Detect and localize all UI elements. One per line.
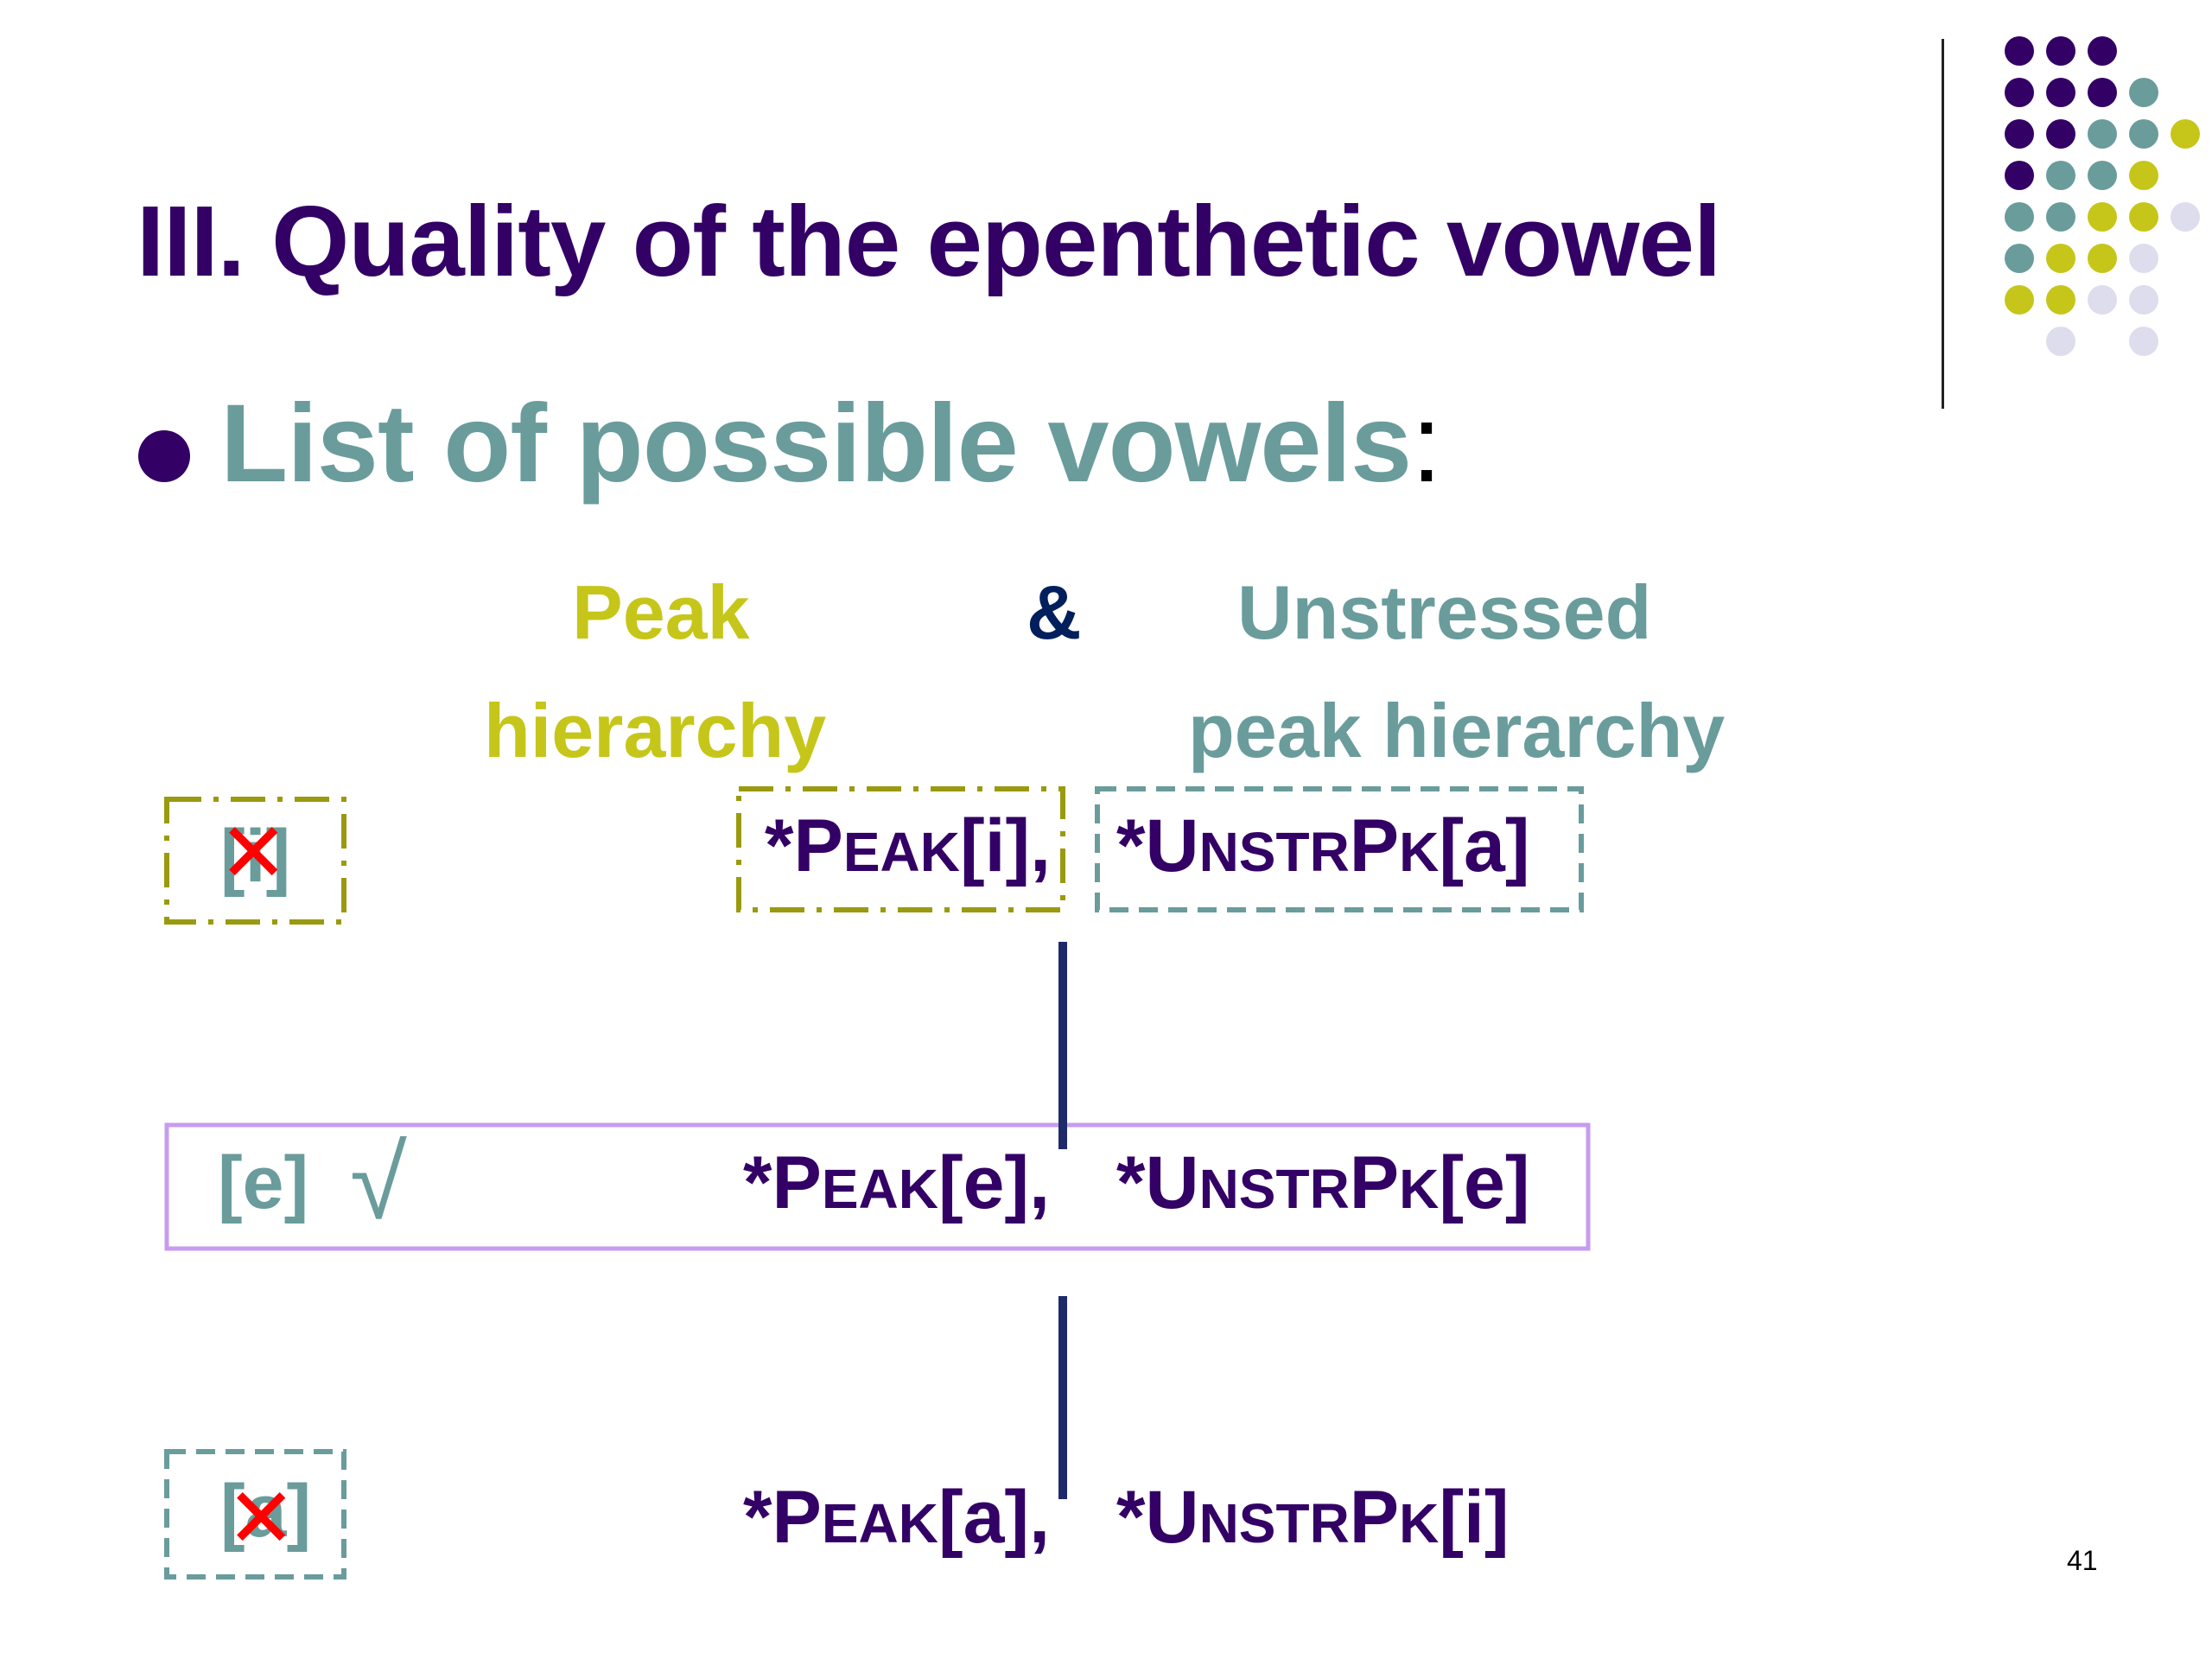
- decorative-dot: [2088, 161, 2117, 190]
- decorative-dot: [2046, 161, 2075, 190]
- header-divider-line: [1942, 39, 1944, 409]
- row3-unstr-prefix: *U: [1116, 1476, 1199, 1559]
- row2-peak-smallcaps: EAK: [821, 1158, 938, 1220]
- row1-peak-box: [736, 786, 1065, 912]
- decorative-dot: [2129, 327, 2158, 356]
- header-peak: Peak: [572, 569, 750, 655]
- row2-vowel: [e]: [218, 1141, 309, 1224]
- decorative-dot: [2005, 244, 2034, 273]
- row1-peak-bracket: [i],: [959, 804, 1052, 887]
- decorative-dot: [2088, 36, 2117, 66]
- row3-unstr-constraint: *UNSTRPK[i]: [1116, 1475, 1510, 1560]
- row2-unstr-bracket: [e]: [1439, 1141, 1530, 1224]
- bullet-colon: :: [1411, 382, 1442, 505]
- row2-peak-bracket: [e],: [938, 1141, 1050, 1224]
- row2-unstr-prefix: *U: [1116, 1141, 1199, 1224]
- decorative-dot: [2005, 202, 2034, 232]
- page-number: 41: [2067, 1545, 2098, 1576]
- row3-unstr-smallcaps2: K: [1399, 1492, 1440, 1554]
- row2-unstr-mid: P: [1349, 1141, 1400, 1224]
- row1-peak-prefix: *P: [765, 804, 843, 887]
- row3-peak-prefix: *P: [743, 1476, 822, 1559]
- row1-peak-constraint: *PEAK[i],: [765, 804, 1051, 889]
- row3-unstr-bracket: [i]: [1439, 1476, 1510, 1559]
- decorative-dot: [2129, 244, 2158, 273]
- row2-unstr-smallcaps1: NSTR: [1198, 1158, 1350, 1220]
- row1-unstr-smallcaps1: NSTR: [1198, 821, 1350, 883]
- row1-unstr-mid: P: [1349, 804, 1400, 887]
- ranking-line-upper: [1058, 942, 1067, 1149]
- row2-highlight-box: [164, 1122, 1591, 1251]
- slide-title: III. Quality of the epenthetic vowel: [137, 185, 1721, 297]
- row1-unstr-constraint: *UNSTRPK[a]: [1116, 804, 1530, 889]
- row3-vowel-box: [164, 1449, 346, 1580]
- ranking-line-lower: [1058, 1296, 1067, 1499]
- row1-peak-smallcaps: EAK: [842, 821, 960, 883]
- row3-unstr-mid: P: [1349, 1476, 1400, 1559]
- decorative-dot: [2046, 36, 2075, 66]
- row2-checkmark-icon: √: [350, 1125, 407, 1241]
- decorative-dot: [2171, 202, 2200, 232]
- row2-unstr-constraint: *UNSTRPK[e]: [1116, 1141, 1530, 1226]
- decorative-dot: [2129, 202, 2158, 232]
- row1-unstr-bracket: [a]: [1439, 804, 1530, 887]
- decorative-dot: [2046, 244, 2075, 273]
- header-unstressed: Unstressed: [1237, 569, 1652, 655]
- row1-vowel: [i]: [220, 815, 291, 898]
- decorative-dot: [2046, 327, 2075, 356]
- decorative-dot: [2171, 119, 2200, 149]
- row3-vowel: [a]: [220, 1470, 312, 1553]
- row3-peak-bracket: [a],: [938, 1476, 1050, 1559]
- row1-unstr-prefix: *U: [1116, 804, 1199, 887]
- decorative-dot: [2088, 244, 2117, 273]
- row3-peak-constraint: *PEAK[a],: [743, 1475, 1050, 1560]
- decorative-dot: [2046, 202, 2075, 232]
- decorative-dot: [2129, 285, 2158, 315]
- header-hierarchy: hierarchy: [484, 688, 827, 773]
- row1-unstr-box: [1095, 786, 1584, 912]
- row1-vowel-box: [164, 797, 346, 925]
- decorative-dot: [2129, 78, 2158, 107]
- decorative-dot: [2046, 119, 2075, 149]
- header-peak-hierarchy: peak hierarchy: [1188, 688, 1726, 773]
- row1-unstr-smallcaps2: K: [1399, 821, 1440, 883]
- row3-cross-icon: ✕: [226, 1472, 296, 1565]
- decorative-dot: [2046, 285, 2075, 315]
- bullet-text: List of possible vowels:: [220, 380, 1442, 507]
- decorative-dot: [2005, 36, 2034, 66]
- row2-peak-prefix: *P: [743, 1141, 822, 1224]
- decorative-dot: [2129, 119, 2158, 149]
- decorative-dot: [2088, 202, 2117, 232]
- row2-peak-constraint: *PEAK[e],: [743, 1141, 1050, 1226]
- decorative-dot: [2005, 285, 2034, 315]
- row1-cross-icon: ✕: [219, 807, 289, 899]
- bullet-dot-icon: [138, 430, 190, 482]
- row3-unstr-smallcaps1: NSTR: [1198, 1492, 1350, 1554]
- decorative-dot: [2005, 78, 2034, 107]
- decorative-dot: [2088, 119, 2117, 149]
- row3-peak-smallcaps: EAK: [821, 1492, 938, 1554]
- decorative-dot: [2005, 119, 2034, 149]
- decorative-dot: [2129, 161, 2158, 190]
- row2-unstr-smallcaps2: K: [1399, 1158, 1440, 1220]
- decorative-dot: [2088, 285, 2117, 315]
- decorative-dot: [2005, 161, 2034, 190]
- decorative-dot: [2046, 78, 2075, 107]
- decorative-dot: [2088, 78, 2117, 107]
- header-ampersand: &: [1027, 569, 1082, 655]
- bullet-main: List of possible vowels: [220, 382, 1412, 505]
